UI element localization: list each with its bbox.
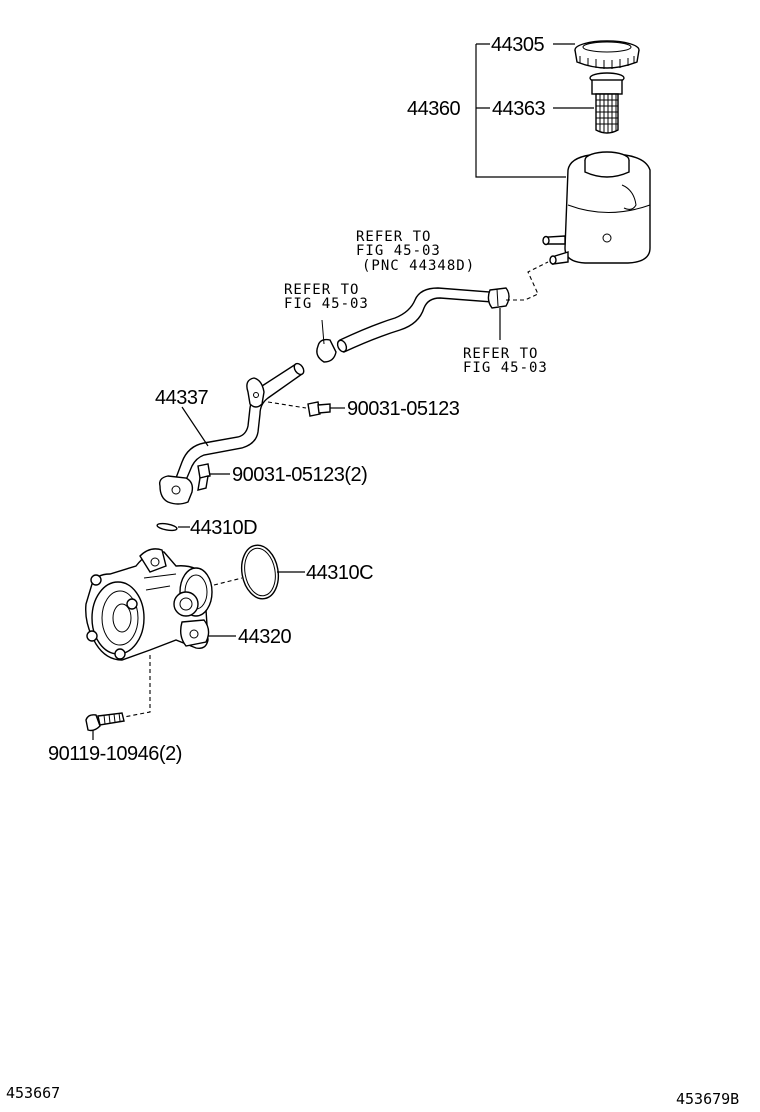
leader-44337: [181, 406, 209, 447]
o-ring-small-illustration: [156, 522, 178, 532]
suction-pipe-illustration: [158, 362, 305, 505]
power-steering-pump-illustration: [85, 548, 213, 661]
strainer-illustration: [589, 72, 625, 134]
reservoir-tank-illustration: [542, 151, 651, 265]
dash-bolt-upper: [267, 401, 307, 409]
leader-44360-bracket: [475, 43, 566, 178]
dash-reservoir-to-clamp: [506, 261, 549, 301]
o-ring-large-illustration: [240, 544, 280, 600]
part-number-44305: 44305: [491, 34, 544, 56]
part-number-44363: 44363: [492, 98, 545, 120]
hose-clamp-right: [487, 287, 510, 309]
bolt-lower-illustration: [197, 463, 211, 491]
hose-clamp-left: [316, 319, 337, 363]
refer-label-3-line1: REFER TO: [463, 346, 538, 362]
pump-bolt-illustration: [85, 712, 125, 732]
refer-label-1-line2: FIG 45-03: [356, 243, 441, 259]
refer-label-2-line2: FIG 45-03: [284, 296, 369, 312]
footer-left-code: 453667: [6, 1084, 60, 1102]
part-number-44310C: 44310C: [306, 562, 373, 584]
bolt-upper-illustration: [307, 401, 331, 417]
part-number-bolt-lower: 90031-05123(2): [232, 464, 367, 486]
footer-right-code: 453679B: [676, 1090, 739, 1108]
refer-label-1-line1: REFER TO: [356, 229, 431, 245]
part-number-bolt-upper: 90031-05123: [347, 398, 460, 420]
refer-label-2-line1: REFER TO: [284, 282, 359, 298]
refer-label-3-line2: FIG 45-03: [463, 360, 548, 376]
part-number-44310D: 44310D: [190, 517, 257, 539]
dash-pump-to-bolt: [123, 655, 151, 718]
reservoir-cap-illustration: [574, 40, 640, 69]
part-number-44320: 44320: [238, 626, 291, 648]
part-number-44360: 44360: [407, 98, 460, 120]
refer-label-1-line3: (PNC 44348D): [362, 258, 475, 274]
part-number-pump-bolt: 90119-10946(2): [48, 743, 182, 765]
dash-pump-to-oring: [213, 577, 243, 586]
part-number-44337: 44337: [155, 387, 208, 409]
